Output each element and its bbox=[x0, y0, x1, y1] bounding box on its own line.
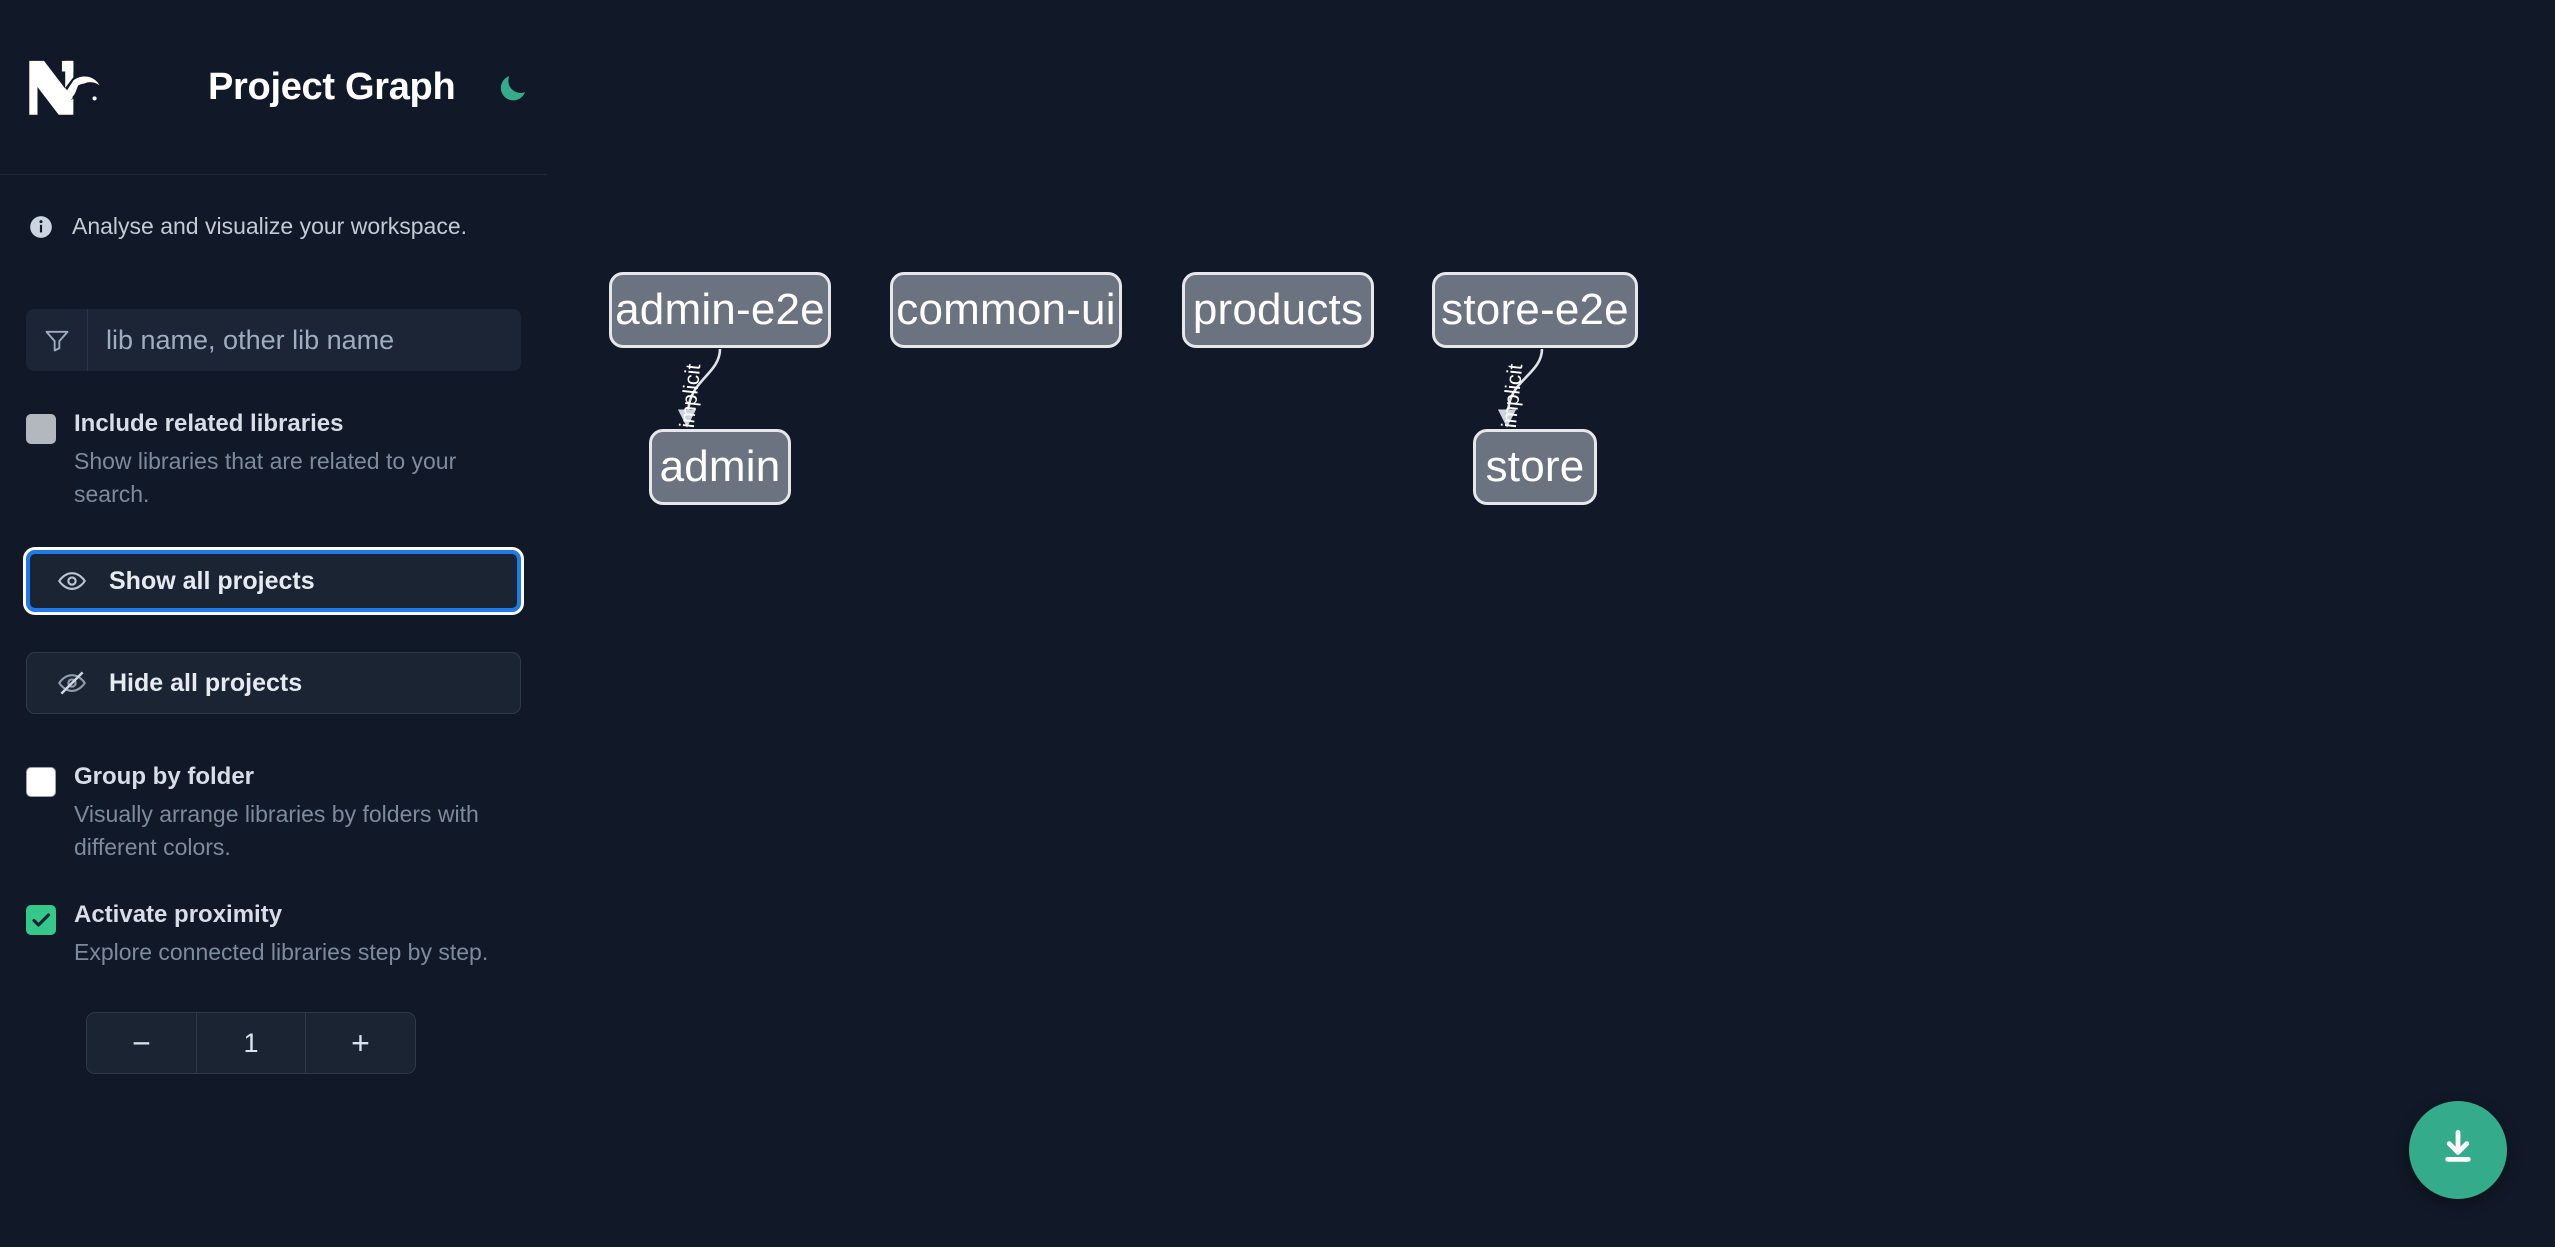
graph-node-admin-e2e[interactable]: admin-e2e bbox=[609, 272, 831, 348]
option-title: Include related libraries bbox=[74, 410, 344, 437]
search-input[interactable] bbox=[88, 309, 521, 371]
download-icon bbox=[2436, 1126, 2480, 1175]
graph-canvas[interactable]: implicit implicit admin-e2e admin common… bbox=[547, 0, 2555, 1247]
graph-node-admin[interactable]: admin bbox=[649, 429, 791, 505]
option-title: Group by folder bbox=[74, 763, 254, 791]
option-description: Visually arrange libraries by folders wi… bbox=[74, 801, 479, 860]
option-description: Explore connected libraries step by step… bbox=[74, 938, 489, 965]
show-all-projects-button[interactable]: Show all projects bbox=[23, 547, 524, 616]
hide-all-projects-label: Hide all projects bbox=[109, 668, 303, 697]
moon-icon[interactable] bbox=[493, 67, 533, 107]
hide-all-projects-button[interactable]: Hide all projects bbox=[26, 652, 521, 715]
option-title: Activate proximity bbox=[74, 900, 283, 928]
option-activate-proximity[interactable]: Activate proximity Explore connected lib… bbox=[26, 900, 521, 969]
sidebar-body: Analyse and visualize your workspace. In… bbox=[0, 175, 547, 1075]
eye-icon bbox=[57, 566, 87, 596]
graph-node-store[interactable]: store bbox=[1473, 429, 1597, 505]
option-group-by-folder[interactable]: Group by folder Visually arrange librari… bbox=[26, 762, 521, 863]
download-button[interactable] bbox=[2409, 1101, 2507, 1199]
edge-label-implicit-admin: implicit bbox=[675, 362, 706, 430]
page-title: Project Graph bbox=[208, 65, 456, 108]
checkbox-include-related-libraries[interactable] bbox=[26, 414, 56, 444]
workspace-info-text: Analyse and visualize your workspace. bbox=[72, 213, 468, 239]
option-description: Show libraries that are related to your … bbox=[74, 448, 457, 507]
info-circle-icon bbox=[28, 214, 54, 240]
graph-node-store-e2e[interactable]: store-e2e bbox=[1432, 272, 1638, 348]
edge-label-implicit-store: implicit bbox=[1497, 362, 1528, 430]
proximity-value: 1 bbox=[197, 1013, 305, 1074]
option-include-related-libraries[interactable]: Include related libraries Show libraries… bbox=[26, 409, 521, 510]
workspace-info: Analyse and visualize your workspace. bbox=[26, 175, 521, 240]
graph-node-products[interactable]: products bbox=[1182, 272, 1374, 348]
nx-logo-icon bbox=[26, 56, 124, 118]
graph-node-common-ui[interactable]: common-ui bbox=[890, 272, 1122, 348]
sidebar: Project Graph Analyse and visualize your… bbox=[0, 0, 547, 1247]
checkbox-activate-proximity[interactable] bbox=[26, 904, 56, 935]
sidebar-header: Project Graph bbox=[0, 0, 547, 175]
graph-edges bbox=[677, 348, 1544, 428]
checkbox-group-by-folder[interactable] bbox=[26, 767, 56, 798]
proximity-increment-button[interactable]: + bbox=[305, 1013, 415, 1074]
proximity-stepper: − 1 + bbox=[86, 1012, 416, 1075]
eye-off-icon bbox=[57, 668, 87, 698]
show-all-projects-label: Show all projects bbox=[109, 566, 315, 595]
proximity-decrement-button[interactable]: − bbox=[87, 1013, 197, 1074]
funnel-filter-icon bbox=[26, 309, 88, 371]
filter-box bbox=[26, 309, 521, 371]
